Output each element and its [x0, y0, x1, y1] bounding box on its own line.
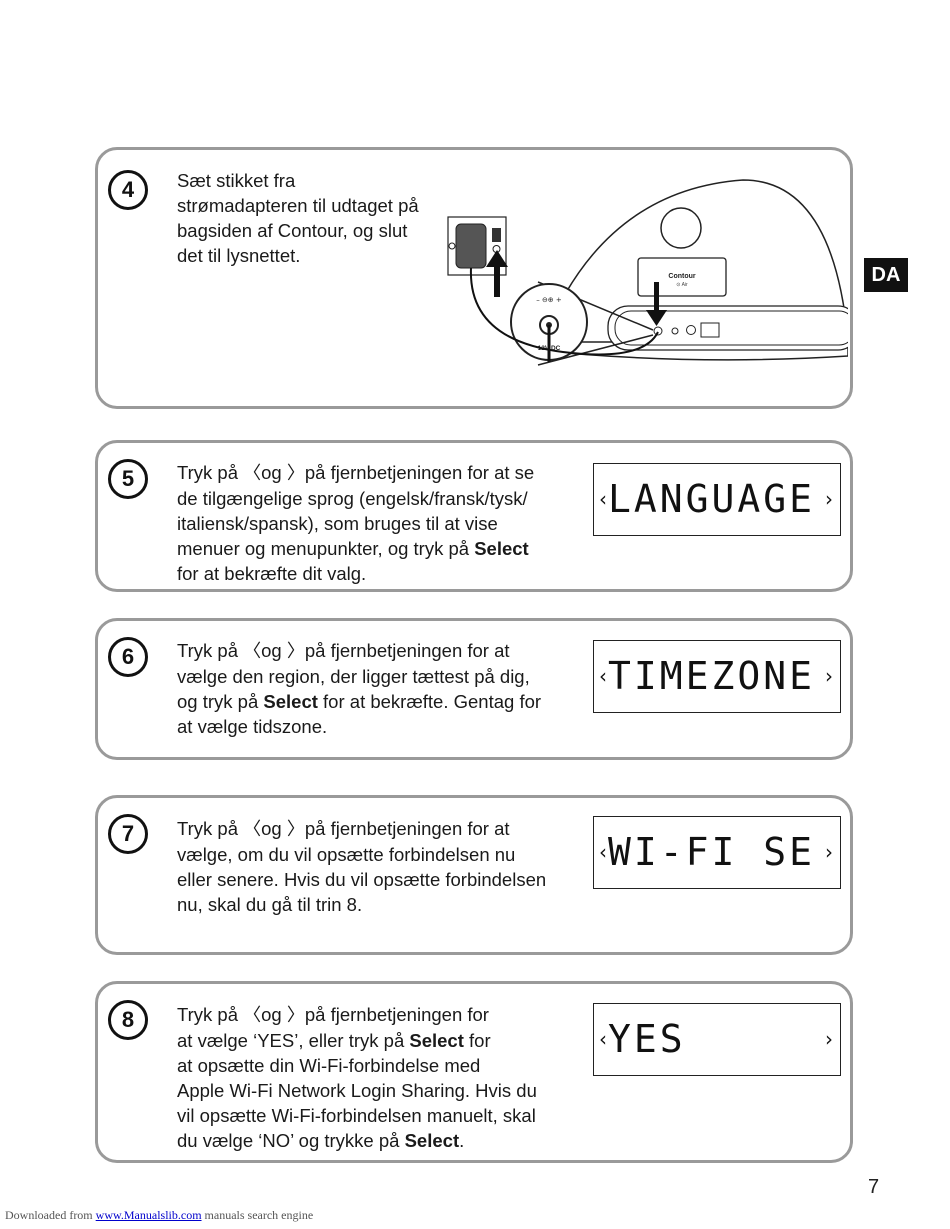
step-text: Tryk på 〈og 〉på fjernbetjeningen for at …	[177, 460, 597, 586]
text-line: vælge, om du vil opsætte forbindelsen nu	[177, 844, 516, 865]
text-line: strømadapteren til udtaget på	[177, 195, 419, 216]
lcd-text: TIMEZONE	[608, 653, 816, 698]
arrow-right-icon: ›	[825, 486, 833, 511]
text-line: Tryk på 〈og 〉på fjernbetjeningen for at	[177, 638, 597, 664]
text-line: Tryk på 〈og 〉på fjernbetjeningen for at	[177, 816, 597, 842]
lcd-display: ‹ TIMEZONE ›	[593, 640, 841, 713]
step-number: 6	[108, 637, 148, 677]
power-adapter-illustration: Contour ⊙ Air – ⊖⊕ + 12V DC	[447, 179, 848, 366]
chevron-left-icon: 〈	[243, 463, 262, 483]
step-text: Tryk på 〈og 〉på fjernbetjeningen for at …	[177, 816, 597, 917]
step-card-4: 4 Sæt stikket fra strømadapteren til udt…	[95, 147, 853, 409]
arrow-left-icon: ‹	[599, 663, 607, 688]
step-number: 4	[108, 170, 148, 210]
text-line: Tryk på 〈og 〉på fjernbetjeningen for	[177, 1002, 597, 1028]
text-line: det til lysnettet.	[177, 245, 301, 266]
text-line: vælge den region, der ligger tættest på …	[177, 666, 530, 687]
text-line: at opsætte din Wi-Fi-forbindelse med	[177, 1055, 481, 1076]
chevron-right-icon: 〉	[286, 463, 305, 483]
step-text: Tryk på 〈og 〉på fjernbetjeningen for at …	[177, 1002, 597, 1153]
chevron-right-icon: 〉	[286, 1005, 305, 1025]
text-line: du vælge ‘NO’ og trykke på Select.	[177, 1130, 465, 1151]
text-line: de tilgængelige sprog (engelsk/fransk/ty…	[177, 488, 528, 509]
arrow-left-icon: ‹	[599, 839, 607, 864]
lcd-display: ‹ YES ›	[593, 1003, 841, 1076]
footer-link[interactable]: www.Manualslib.com	[95, 1208, 202, 1222]
chevron-left-icon: 〈	[243, 819, 262, 839]
arrow-right-icon: ›	[825, 1026, 833, 1051]
step-card-6: 6 Tryk på 〈og 〉på fjernbetjeningen for a…	[95, 618, 853, 760]
lcd-text: WI-FI SE	[608, 829, 816, 874]
footer-suffix: manuals search engine	[204, 1208, 314, 1222]
lcd-text: YES	[608, 1016, 686, 1061]
text-line: for at bekræfte dit valg.	[177, 563, 367, 584]
page-number: 7	[868, 1176, 880, 1198]
lcd-text: LANGUAGE	[608, 476, 816, 521]
step-text: Tryk på 〈og 〉på fjernbetjeningen for at …	[177, 638, 597, 739]
text-line: nu, skal du gå til trin 8.	[177, 894, 363, 915]
arrow-right-icon: ›	[825, 839, 833, 864]
text-line: og tryk på Select for at bekræfte. Genta…	[177, 691, 542, 712]
footer-prefix: Downloaded from	[5, 1208, 93, 1222]
arrow-left-icon: ‹	[599, 486, 607, 511]
step-card-8: 8 Tryk på 〈og 〉på fjernbetjeningen for a…	[95, 981, 853, 1163]
text-line: Tryk på 〈og 〉på fjernbetjeningen for at …	[177, 460, 597, 486]
text-line: Apple Wi-Fi Network Login Sharing. Hvis …	[177, 1080, 537, 1101]
chevron-left-icon: 〈	[243, 641, 262, 661]
text-line: at vælge ‘YES’, eller tryk på Select for	[177, 1030, 491, 1051]
step-text: Sæt stikket fra strømadapteren til udtag…	[177, 168, 457, 268]
polarity-label: – ⊖⊕ +	[536, 296, 562, 304]
text-line: vil opsætte Wi-Fi-forbindelsen manuelt, …	[177, 1105, 536, 1126]
chevron-left-icon: 〈	[243, 1005, 262, 1025]
lcd-display: ‹ WI-FI SE ›	[593, 816, 841, 889]
lcd-display: ‹ LANGUAGE ›	[593, 463, 841, 536]
text-line: eller senere. Hvis du vil opsætte forbin…	[177, 869, 547, 890]
step-card-5: 5 Tryk på 〈og 〉på fjernbetjeningen for a…	[95, 440, 853, 592]
step-number: 8	[108, 1000, 148, 1040]
footer: Downloaded from www.Manualslib.com manua…	[5, 1208, 313, 1223]
text-line: at vælge tidszone.	[177, 716, 328, 737]
device-sub-text: ⊙ Air	[676, 282, 688, 288]
text-line: italiensk/spansk), som bruges til at vis…	[177, 513, 498, 534]
text-line: Sæt stikket fra	[177, 170, 296, 191]
text-line: bagsiden af Contour, og slut	[177, 220, 408, 241]
step-number: 7	[108, 814, 148, 854]
device-logo-text: Contour	[668, 273, 695, 280]
arrow-left-icon: ‹	[599, 1026, 607, 1051]
text-line: menuer og menupunkter, og tryk på Select	[177, 538, 529, 559]
chevron-right-icon: 〉	[286, 819, 305, 839]
arrow-right-icon: ›	[825, 663, 833, 688]
step-number: 5	[108, 459, 148, 499]
language-badge: DA	[864, 258, 908, 292]
step-card-7: 7 Tryk på 〈og 〉på fjernbetjeningen for a…	[95, 795, 853, 955]
chevron-right-icon: 〉	[286, 641, 305, 661]
